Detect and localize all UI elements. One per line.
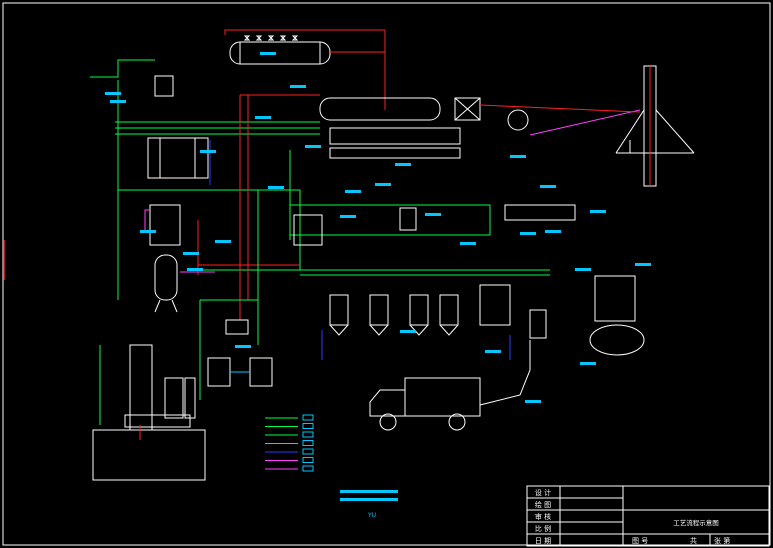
steam-drum (229, 35, 331, 65)
line-legend (265, 414, 314, 472)
separator-right (504, 204, 576, 221)
tb-row-3: 审 核 (535, 512, 551, 521)
legend-tag (302, 448, 314, 455)
rotary-kiln (319, 97, 529, 159)
flue-to-stack (529, 109, 641, 136)
filter-unit (149, 204, 181, 246)
equipment-tag (485, 350, 501, 353)
tb-bottom-2: 共 (690, 536, 697, 545)
digester-tank (92, 344, 206, 481)
equipment-tag (590, 210, 606, 213)
equipment-tag (235, 345, 251, 348)
equipment-tag (545, 230, 561, 233)
equipment-tag (290, 85, 306, 88)
equipment-tag (425, 213, 441, 216)
pressure-vessel (154, 254, 178, 313)
legend-tag (302, 440, 314, 446)
title-block (526, 485, 770, 547)
left-green-loop (118, 189, 301, 271)
equipment-tag (510, 155, 526, 158)
mixer-tanks (329, 284, 547, 339)
tb-row-5: 日 期 (535, 537, 551, 545)
tb-bottom-3: 张 第 (714, 536, 730, 545)
legend-tag (302, 414, 314, 421)
tb-row-4: 比 例 (535, 524, 551, 533)
equipment-tag (540, 185, 556, 188)
tb-row-1: 设 计 (535, 488, 551, 497)
equipment-tag (305, 145, 321, 148)
header-pipes (115, 80, 320, 300)
equipment-tag (215, 240, 231, 243)
caption-bar-1 (340, 490, 398, 493)
equipment-tag (255, 116, 271, 119)
caption-text: YU (367, 512, 376, 519)
storage-tank (589, 275, 645, 356)
tb-row-2: 绘 图 (535, 500, 551, 509)
equipment-tag (520, 232, 536, 235)
equipment-tag (635, 263, 651, 266)
caption-bar-2 (340, 498, 398, 501)
chimney-stack (615, 65, 695, 187)
equipment-tag (260, 52, 276, 55)
legend-tag (302, 431, 314, 438)
equipment-tag (580, 362, 596, 365)
left-top-green-line (90, 59, 155, 78)
equipment-tag (105, 92, 121, 95)
center-green-lines (199, 150, 291, 400)
legend-tag (302, 465, 314, 472)
drum-feed-red (224, 29, 385, 35)
equipment-tag (525, 400, 541, 403)
equipment-tag (110, 100, 126, 103)
equipment-tag (345, 190, 361, 193)
small-tank-top (154, 75, 174, 97)
aux-tank (399, 207, 417, 231)
equipment-tags (105, 52, 651, 403)
equipment-tag (268, 186, 284, 189)
equipment-tag (375, 183, 391, 186)
equipment-tag (575, 268, 591, 271)
center-red-lines (198, 95, 300, 320)
equipment-tag (400, 330, 416, 333)
equipment-tag (183, 252, 199, 255)
pump-skid-center (225, 319, 249, 335)
filter-magenta (144, 209, 150, 230)
equipment-tag (395, 163, 411, 166)
drawing-title: 工艺流程示意图 (673, 518, 719, 527)
left-equipment-frame (147, 137, 209, 179)
heat-exchanger (293, 214, 323, 246)
equipment-tag (200, 150, 216, 153)
tb-bottom-1: 图 号 (632, 537, 648, 545)
equipment-tag (140, 230, 156, 233)
truck-feed-line (479, 340, 531, 406)
equipment-tag (460, 242, 476, 245)
equipment-tag (340, 215, 356, 218)
kiln-top-red (479, 104, 641, 113)
middle-process-frame (289, 204, 550, 276)
legend-tag (302, 457, 314, 463)
legend-tag (302, 423, 314, 429)
steam-main-red (330, 30, 386, 110)
equipment-tag (187, 268, 203, 271)
truck (369, 377, 481, 431)
